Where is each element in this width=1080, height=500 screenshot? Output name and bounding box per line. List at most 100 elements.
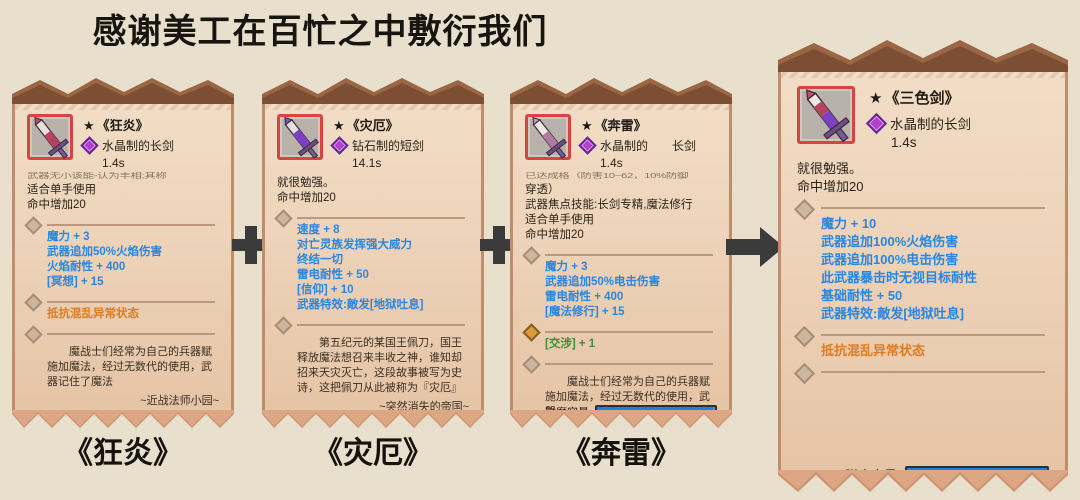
capacity-row: 附魔容量 2120/2001: [845, 465, 1049, 470]
weapon-card-result-sansejian[interactable]: ★《三色剑》 水晶制的长剑 1.4s 就很勉强。 命中增加20 魔力 + 10 …: [778, 40, 1068, 498]
section-divider: [47, 218, 219, 230]
section-divider: [545, 248, 717, 260]
section-divider: [545, 325, 717, 337]
weapon-material: 水晶制的 长剑: [600, 139, 697, 153]
special-section: 抵抗混乱异常状态: [24, 293, 219, 322]
stat-line: 武器特效:敵发[地狱吐息]: [297, 299, 424, 311]
weapon-material-row: 水晶制的长剑: [80, 136, 219, 155]
weapon-name: 《狂炎》: [96, 118, 149, 133]
stat-line: 武器追加100%火焰伤害: [821, 234, 959, 249]
weapon-description: 就很勉强。 命中增加20: [277, 176, 469, 206]
capacity-fill: [907, 467, 1047, 470]
stat-line: 魔力 + 3: [47, 231, 90, 243]
desc-line: 适合单手使用: [27, 184, 96, 196]
desc-line: 命中增加20: [277, 192, 336, 204]
weapon-card-benlei[interactable]: ★《奔雷》 水晶制的 长剑 1.4s 已达成格（防害10~62，10%防御 穿透…: [510, 78, 732, 434]
star-icon: ★: [333, 118, 345, 133]
card-header: ★《奔雷》 水晶制的 长剑 1.4s: [525, 114, 717, 170]
card-label-zaie: 《灾厄》: [313, 437, 433, 470]
diamond-bullet-icon: [793, 325, 816, 348]
weapon-material: 钻石制的短剑: [352, 139, 425, 153]
card-body: ★《灾厄》 钻石制的短剑 14.1s 就很勉强。 命中增加20 速度 + 8 对…: [262, 104, 484, 410]
weapon-icon[interactable]: [277, 114, 323, 160]
desc-line: 命中增加20: [27, 199, 86, 211]
enchant-section: 魔力 + 3 武器追加50%火焰伤害 火焰耐性 + 400 [冥想] + 15: [24, 216, 219, 290]
card-roof: [778, 40, 1068, 72]
capacity-bar: 2000/2039: [595, 404, 717, 410]
card-body: ★《狂炎》 水晶制的长剑 1.4s 武器无小该能-认为丰相;其称 适合单手使用 …: [12, 104, 234, 410]
star-icon: ★: [83, 118, 95, 133]
special-line: 抵抗混乱异常状态: [47, 308, 139, 320]
desc-line: 穿透）: [525, 184, 560, 196]
gem-icon: [578, 136, 597, 155]
clipped-text: 武器无小该能-认为丰相;其称: [27, 172, 167, 179]
weapon-description: 武器无小该能-认为丰相;其称 适合单手使用 命中增加20: [27, 172, 219, 213]
weapon-description: 已达成格（防害10~62，10%防御 穿透） 武器焦点技能:长剑专精,魔法修行 …: [525, 172, 717, 243]
weapon-material: 水晶制的长剑: [102, 139, 175, 153]
diamond-bullet-icon: [24, 325, 43, 344]
weapon-material: 水晶制的长剑: [890, 117, 971, 132]
gem-icon: [80, 136, 99, 155]
stat-line: 雷电耐性 + 400: [545, 291, 624, 303]
stat-line: [魔法修行] + 15: [545, 306, 625, 318]
diamond-bullet-icon: [522, 355, 541, 374]
flavor-section: 第五纪元的某国王佩刀，国王释放魔法想召来丰收之神，谁知却招来天灾灭亡，这段故事被…: [274, 316, 469, 410]
flavor-section: 魔战士们经常为自己的兵器赋施加魔法，经过无数代的使用，武器记住了魔法 ~近战法师…: [24, 325, 219, 408]
weapon-material-row: 水晶制的长剑: [865, 112, 1049, 134]
desc-line: 就很勉强。: [277, 177, 335, 189]
desc-line: 就很勉强。: [797, 161, 863, 176]
flavor-section: 魔战士们经常为自己的兵器赋施加魔法，经过无数代的使用，武器: [522, 355, 717, 410]
stat-line: 对亡灵族发挥强大威力: [297, 239, 412, 251]
weapon-icon[interactable]: [797, 86, 855, 144]
stat-line: 武器追加100%电击伤害: [821, 252, 959, 267]
section-divider: [297, 211, 469, 223]
stat-line: 雷电耐性 + 50: [297, 269, 369, 281]
arrow-separator: [726, 224, 786, 270]
section-divider: [821, 365, 1049, 379]
weapon-icon[interactable]: [525, 114, 571, 160]
diamond-bullet-icon: [274, 209, 293, 228]
weapon-card-kuangyan[interactable]: ★《狂炎》 水晶制的长剑 1.4s 武器无小该能-认为丰相;其称 适合单手使用 …: [12, 78, 234, 434]
star-icon: ★: [869, 90, 883, 107]
capacity-fill: [597, 406, 713, 410]
section-divider: [47, 295, 219, 307]
card-body: ★《奔雷》 水晶制的 长剑 1.4s 已达成格（防害10~62，10%防御 穿透…: [510, 104, 732, 410]
star-icon: ★: [581, 118, 593, 133]
stat-line: 终结一切: [297, 254, 343, 266]
card-roof: [510, 78, 732, 104]
enchant-section: 魔力 + 3 武器追加50%电击伤害 雷电耐性 + 400 [魔法修行] + 1…: [522, 246, 717, 320]
flavor-text: 魔战士们经常为自己的兵器赋施加魔法，经过无数代的使用，武器: [545, 376, 710, 410]
card-hem: [778, 470, 1068, 498]
weapon-icon[interactable]: [27, 114, 73, 160]
section-divider: [297, 318, 469, 330]
weapon-material-row: 水晶制的 长剑: [578, 136, 717, 155]
diamond-bullet-icon: [24, 293, 43, 312]
weapon-speed: 1.4s: [600, 156, 623, 170]
stat-line: 速度 + 8: [297, 224, 340, 236]
page-title: 感谢美工在百忙之中敷衍我们: [92, 13, 548, 51]
capacity-label: 附魔容量: [545, 404, 589, 410]
enchant-section: 魔力 + 10 武器追加100%火焰伤害 武器追加100%电击伤害 此武器暴击时…: [793, 198, 1049, 323]
weapon-name-row: ★《狂炎》: [83, 115, 219, 134]
weapon-speed: 1.4s: [102, 156, 125, 170]
capacity-value: 2120/2001: [907, 470, 964, 471]
weapon-name: 《灾厄》: [346, 118, 399, 133]
card-hem: [12, 410, 234, 434]
weapon-material-row: 钻石制的短剑: [330, 136, 469, 155]
weapon-card-zaie[interactable]: ★《灾厄》 钻石制的短剑 14.1s 就很勉强。 命中增加20 速度 + 8 对…: [262, 78, 484, 434]
desc-line: 适合单手使用: [525, 214, 594, 226]
card-label-benlei: 《奔雷》: [561, 437, 681, 470]
stat-line: [冥想] + 15: [47, 276, 104, 288]
stat-line: 武器追加50%电击伤害: [545, 276, 661, 288]
desc-line: 命中增加20: [525, 229, 584, 241]
weapon-name-row: ★《三色剑》: [869, 87, 1049, 108]
weapon-description: 就很勉强。 命中增加20: [797, 160, 1049, 196]
weapon-speed: 14.1s: [352, 156, 382, 170]
card-roof: [12, 78, 234, 104]
card-hem: [262, 410, 484, 434]
flavor-text: 第五纪元的某国王佩刀，国王释放魔法想召来丰收之神，谁知却招来天灾灭亡，这段故事被…: [297, 337, 462, 394]
stat-line: 魔力 + 10: [821, 216, 877, 231]
capacity-bar: 2120/2001: [905, 465, 1049, 471]
capacity-label: 附魔容量: [845, 465, 897, 470]
